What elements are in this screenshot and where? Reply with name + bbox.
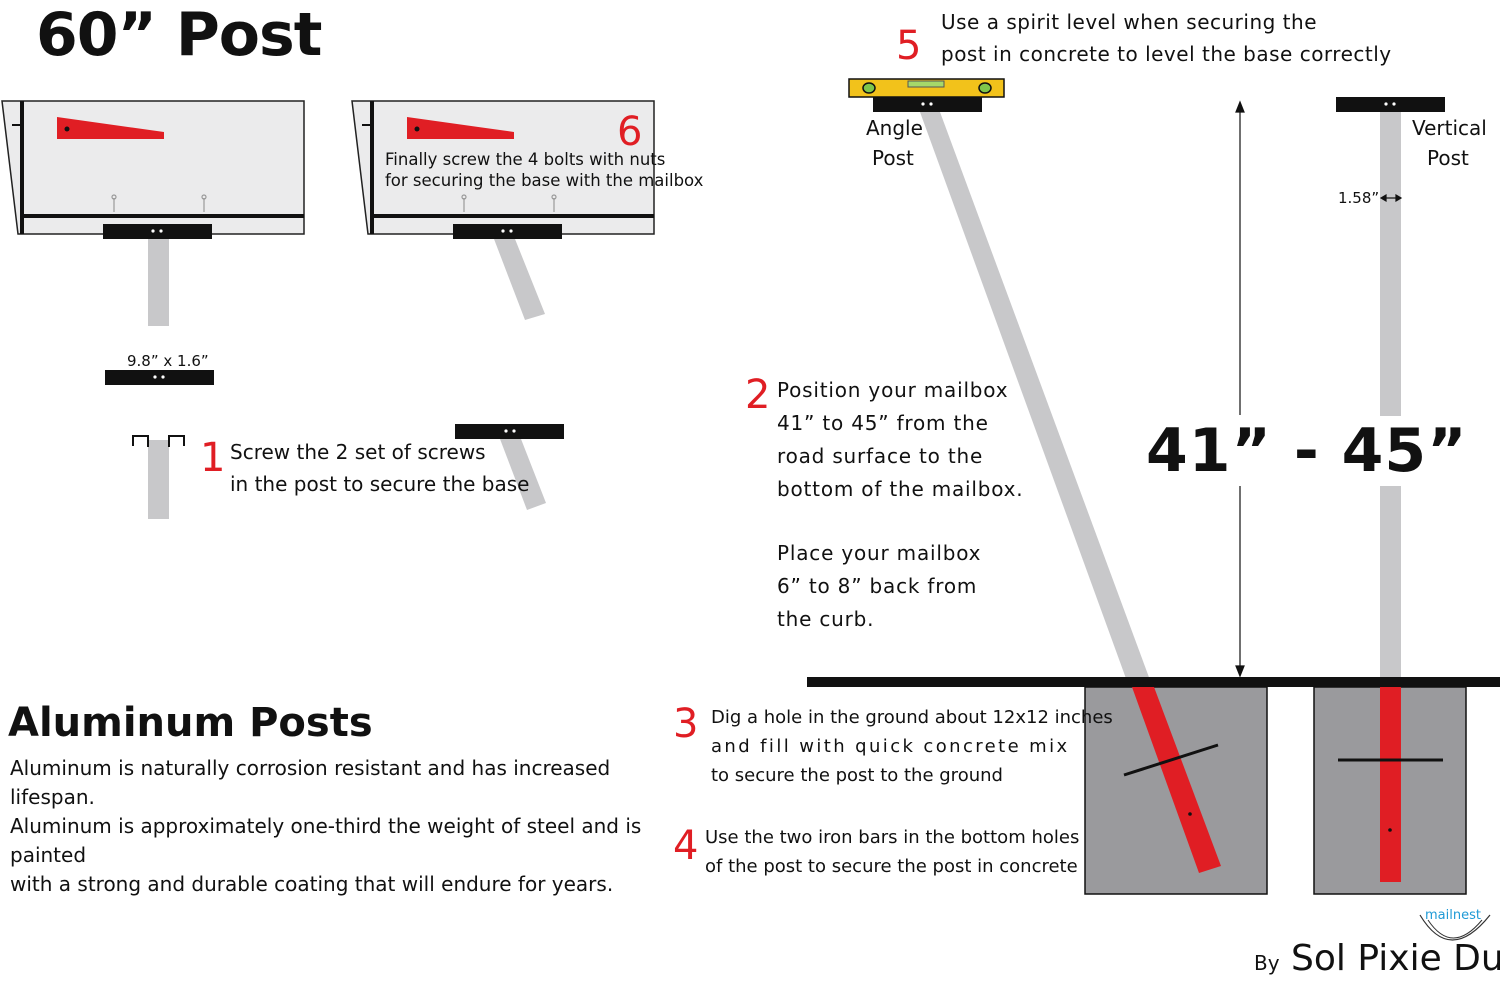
step-6-line-1: Finally screw the 4 bolts with nuts bbox=[385, 150, 666, 169]
base-plate bbox=[105, 370, 214, 385]
spirit-level bbox=[848, 78, 1005, 98]
step-2-line-4: bottom of the mailbox. bbox=[777, 477, 1024, 501]
base-dimension-label: 9.8” x 1.6” bbox=[127, 352, 209, 370]
aluminum-line-2: Aluminum is approximately one-third the … bbox=[10, 814, 642, 867]
byline-name: Sol Pixie Dust bbox=[1291, 938, 1500, 979]
page-title: 60” Post bbox=[36, 0, 322, 70]
step-2-line-5: Place your mailbox bbox=[777, 541, 982, 565]
step-2-text: Position your mailbox 41” to 45” from th… bbox=[777, 374, 1023, 636]
post-width-label: 1.58” bbox=[1338, 189, 1380, 207]
angle-post-stub bbox=[494, 239, 545, 320]
vertical-post-label-line-2: Post bbox=[1427, 146, 1469, 170]
step-3-line-3: to secure the post to the ground bbox=[711, 765, 1003, 786]
byline-by: By bbox=[1254, 951, 1280, 975]
step-5-line-1: Use a spirit level when securing the bbox=[941, 10, 1317, 34]
step-2-line-1: Position your mailbox bbox=[777, 378, 1009, 402]
step-5-text: Use a spirit level when securing the pos… bbox=[941, 6, 1392, 70]
step-3-line-2: and fill with quick concrete mix bbox=[711, 736, 1070, 757]
post-width-arrow bbox=[1379, 193, 1403, 203]
aluminum-line-3: with a strong and durable coating that w… bbox=[10, 872, 614, 896]
brand-logo-text: mailnest bbox=[1425, 908, 1481, 923]
vertical-post-stub bbox=[148, 239, 169, 326]
step-4-line-2: of the post to secure the post in concre… bbox=[705, 856, 1078, 877]
brand-arc bbox=[1419, 914, 1491, 941]
step-4-number: 4 bbox=[673, 823, 699, 869]
mailbox-flag bbox=[407, 117, 514, 139]
mailbox-flag bbox=[57, 117, 164, 139]
step-6-line-2: for securing the base with the mailbox bbox=[385, 171, 704, 190]
step-1-line-2: in the post to secure the base bbox=[230, 472, 530, 496]
angle-post-label: Angle Post bbox=[866, 113, 923, 173]
mounting-base bbox=[453, 224, 562, 239]
step-5-line-2: post in concrete to level the base corre… bbox=[941, 42, 1392, 66]
step-1-text: Screw the 2 set of screws in the post to… bbox=[230, 436, 529, 500]
byline: By Sol Pixie Dust bbox=[1254, 938, 1500, 979]
angle-post-base bbox=[873, 97, 982, 112]
iron-bar-angle bbox=[1123, 743, 1219, 777]
vertical-post-label: Vertical Post bbox=[1412, 113, 1487, 173]
step1-post bbox=[132, 435, 185, 519]
step-6-number: 6 bbox=[617, 109, 643, 155]
step-5-number: 5 bbox=[896, 23, 922, 69]
step-2-line-2: 41” to 45” from the bbox=[777, 411, 989, 435]
step-2-line-6: 6” to 8” back from bbox=[777, 574, 978, 598]
step1-angle-post bbox=[455, 424, 564, 510]
mailbox-side-view-vertical bbox=[1, 100, 305, 326]
angle-post bbox=[920, 112, 1150, 684]
step-2-line-7: the curb. bbox=[777, 607, 875, 631]
step-1-line-1: Screw the 2 set of screws bbox=[230, 440, 486, 464]
step-3-line-1: Dig a hole in the ground about 12x12 inc… bbox=[711, 707, 1113, 728]
vertical-post-label-line-1: Vertical bbox=[1412, 116, 1487, 140]
vertical-post-buried bbox=[1380, 687, 1401, 882]
step-1-number: 1 bbox=[200, 435, 226, 481]
aluminum-heading: Aluminum Posts bbox=[8, 700, 373, 746]
vertical-post bbox=[1380, 112, 1401, 678]
mailbox-side-view-angle bbox=[351, 100, 655, 320]
ground-line bbox=[807, 677, 1500, 687]
aluminum-description: Aluminum is naturally corrosion resistan… bbox=[10, 754, 650, 899]
angle-post-buried bbox=[1132, 687, 1221, 873]
vertical-post-base bbox=[1336, 97, 1445, 112]
step-6-text: Finally screw the 4 bolts with nuts for … bbox=[385, 149, 703, 191]
angle-post-label-line-1: Angle bbox=[866, 116, 923, 140]
height-range-label: 41” - 45” bbox=[1142, 416, 1472, 486]
step-4-text: Use the two iron bars in the bottom hole… bbox=[705, 823, 1079, 881]
height-dimension-line bbox=[1235, 100, 1245, 678]
step-2-line-3: road surface to the bbox=[777, 444, 984, 468]
step-3-number: 3 bbox=[673, 701, 699, 747]
mounting-base bbox=[103, 224, 212, 239]
angle-post-label-line-2: Post bbox=[872, 146, 914, 170]
aluminum-line-1: Aluminum is naturally corrosion resistan… bbox=[10, 756, 611, 809]
step-2-number: 2 bbox=[745, 372, 771, 418]
step-3-text: Dig a hole in the ground about 12x12 inc… bbox=[711, 703, 1113, 790]
step-4-line-1: Use the two iron bars in the bottom hole… bbox=[705, 827, 1080, 848]
